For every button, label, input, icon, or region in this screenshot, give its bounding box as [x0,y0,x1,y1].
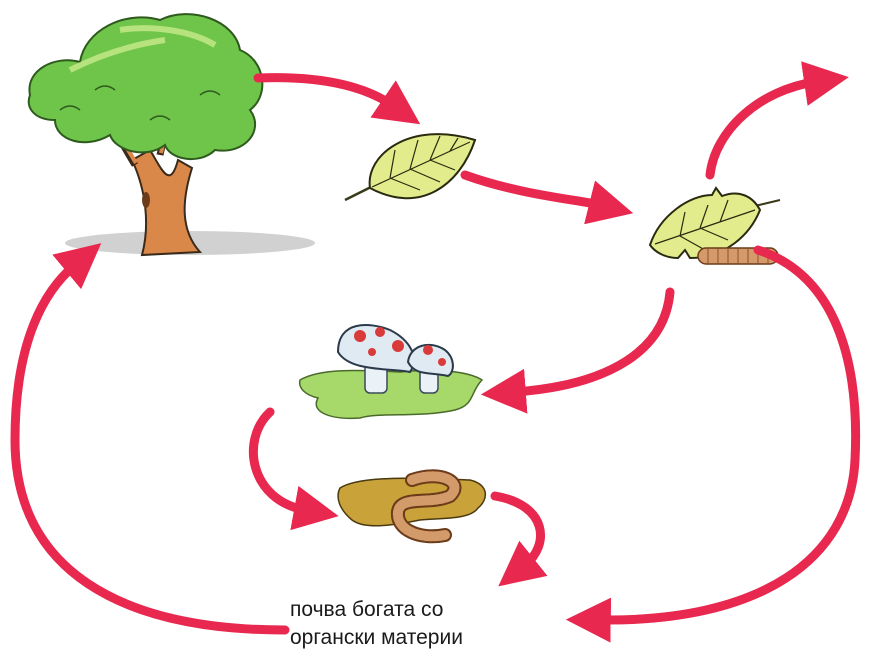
arrow-soil-to-tree [10,243,290,635]
arrow-worm-to-soil [490,491,548,587]
soil-caption-line2: органски материи [290,626,463,649]
soil-caption-line1: почва богата со [290,598,444,621]
tree-icon [27,13,264,257]
arrow-eaten-leaf-up [705,61,849,180]
arrow-mushrooms-to-worm [248,407,339,531]
cycle-arrows [10,61,861,643]
leaf-icon [344,133,477,202]
mushroom-icon [298,324,484,420]
arrow-eaten-leaf-to-mushrooms [480,287,675,414]
arrow-caterpillar-to-soil [565,245,861,643]
arrow-tree-to-leaf [253,73,421,125]
earthworm-in-soil-icon [337,469,486,544]
soil-caption: почва богата со органски материи [290,596,530,652]
arrow-leaf-to-eaten-leaf [460,170,634,225]
eaten-leaf-with-caterpillar-icon [648,186,781,265]
